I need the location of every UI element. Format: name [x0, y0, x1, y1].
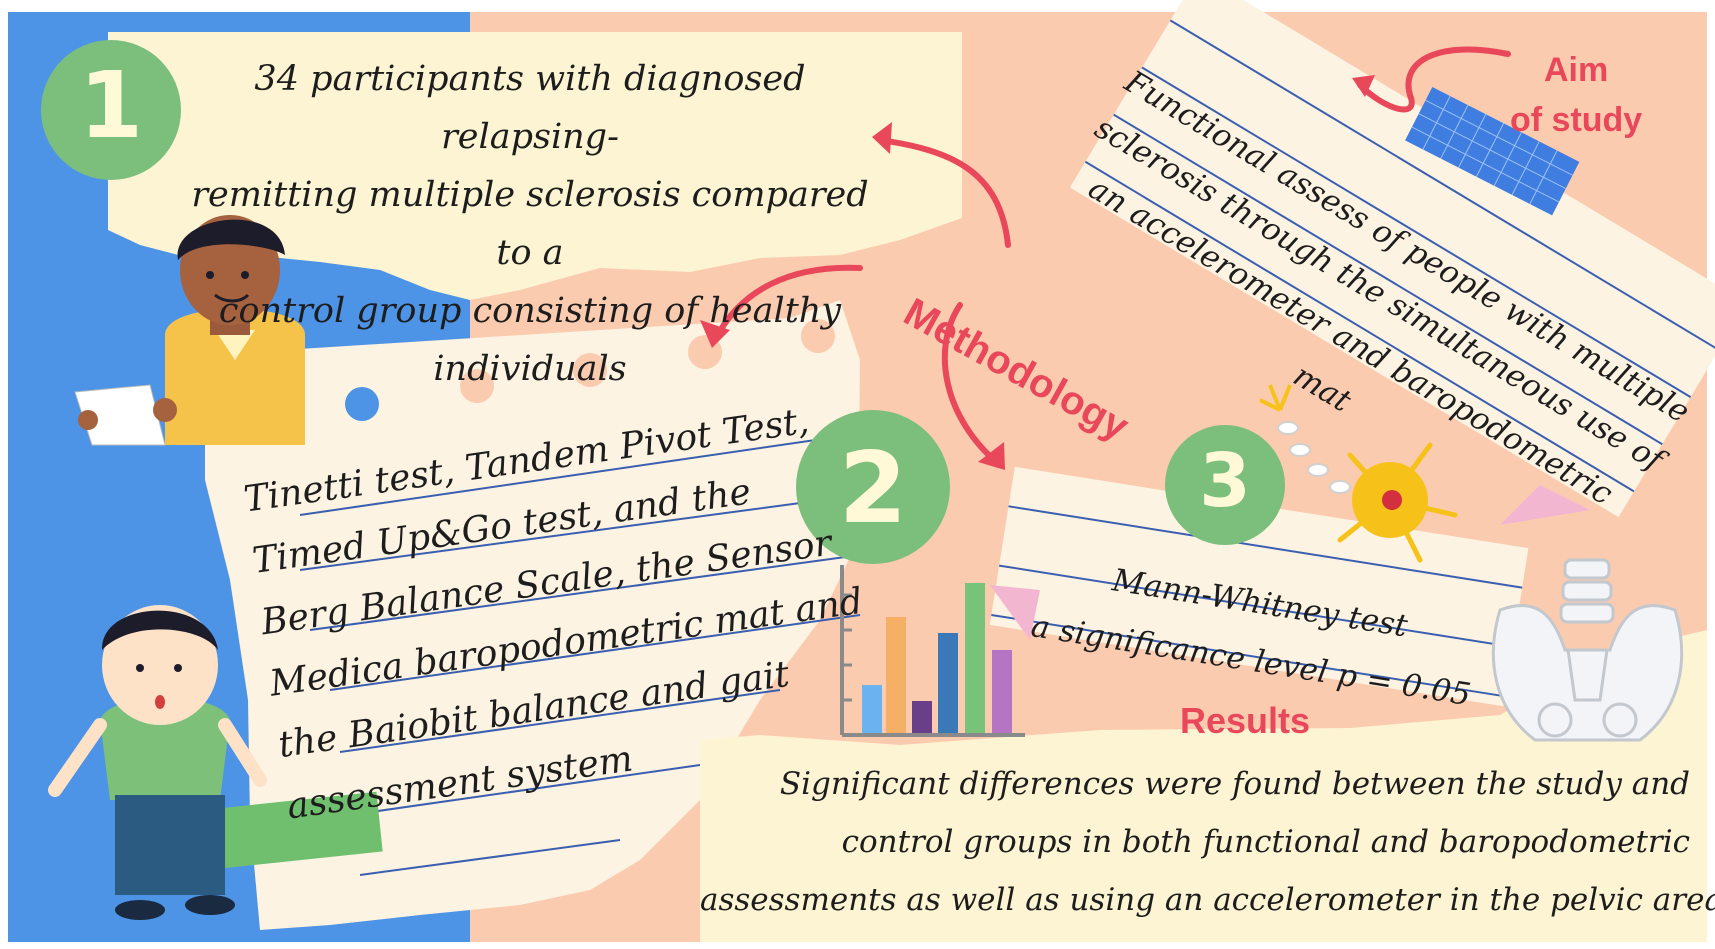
- step1-line: remitting multiple sclerosis compared to…: [191, 175, 869, 273]
- results-line: control groups in both functional and ba…: [841, 824, 1690, 860]
- aim-label-line1: Aim: [1543, 51, 1609, 89]
- step1-line: control group consisting of healthy indi…: [218, 291, 842, 389]
- step2-number: 2: [838, 432, 908, 546]
- results-line: assessments as well as using an accelero…: [700, 882, 1715, 918]
- step2-circle: [796, 410, 950, 564]
- step1-number: 1: [78, 52, 143, 159]
- step1-text: 34 participants with diagnosed relapsing…: [170, 50, 890, 398]
- step1-circle: [41, 40, 181, 180]
- step3-circle: [1165, 425, 1285, 545]
- aim-label: Aim of study: [1510, 45, 1642, 145]
- aim-label-line2: of study: [1510, 101, 1643, 139]
- results-label: Results: [1180, 700, 1311, 741]
- step3-number: 3: [1199, 438, 1251, 524]
- results-text: Significant differences were found betwe…: [700, 755, 1715, 929]
- results-line: Significant differences were found betwe…: [779, 766, 1690, 802]
- step1-line: 34 participants with diagnosed relapsing…: [254, 59, 806, 157]
